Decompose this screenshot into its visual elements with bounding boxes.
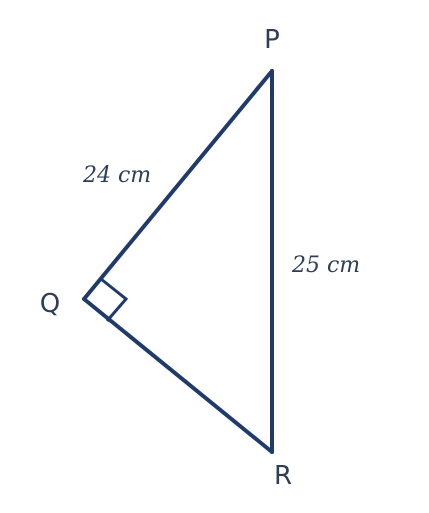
side-label-pr: 25 cm xyxy=(291,253,360,278)
side-pq xyxy=(82,69,274,301)
right-angle-marker xyxy=(100,277,129,322)
vertex-label-q: Q xyxy=(40,289,60,319)
vertex-label-p: P xyxy=(264,25,280,55)
side-qr xyxy=(82,297,274,454)
vertex-label-r: R xyxy=(274,461,292,491)
side-label-pq: 24 cm xyxy=(82,163,151,188)
